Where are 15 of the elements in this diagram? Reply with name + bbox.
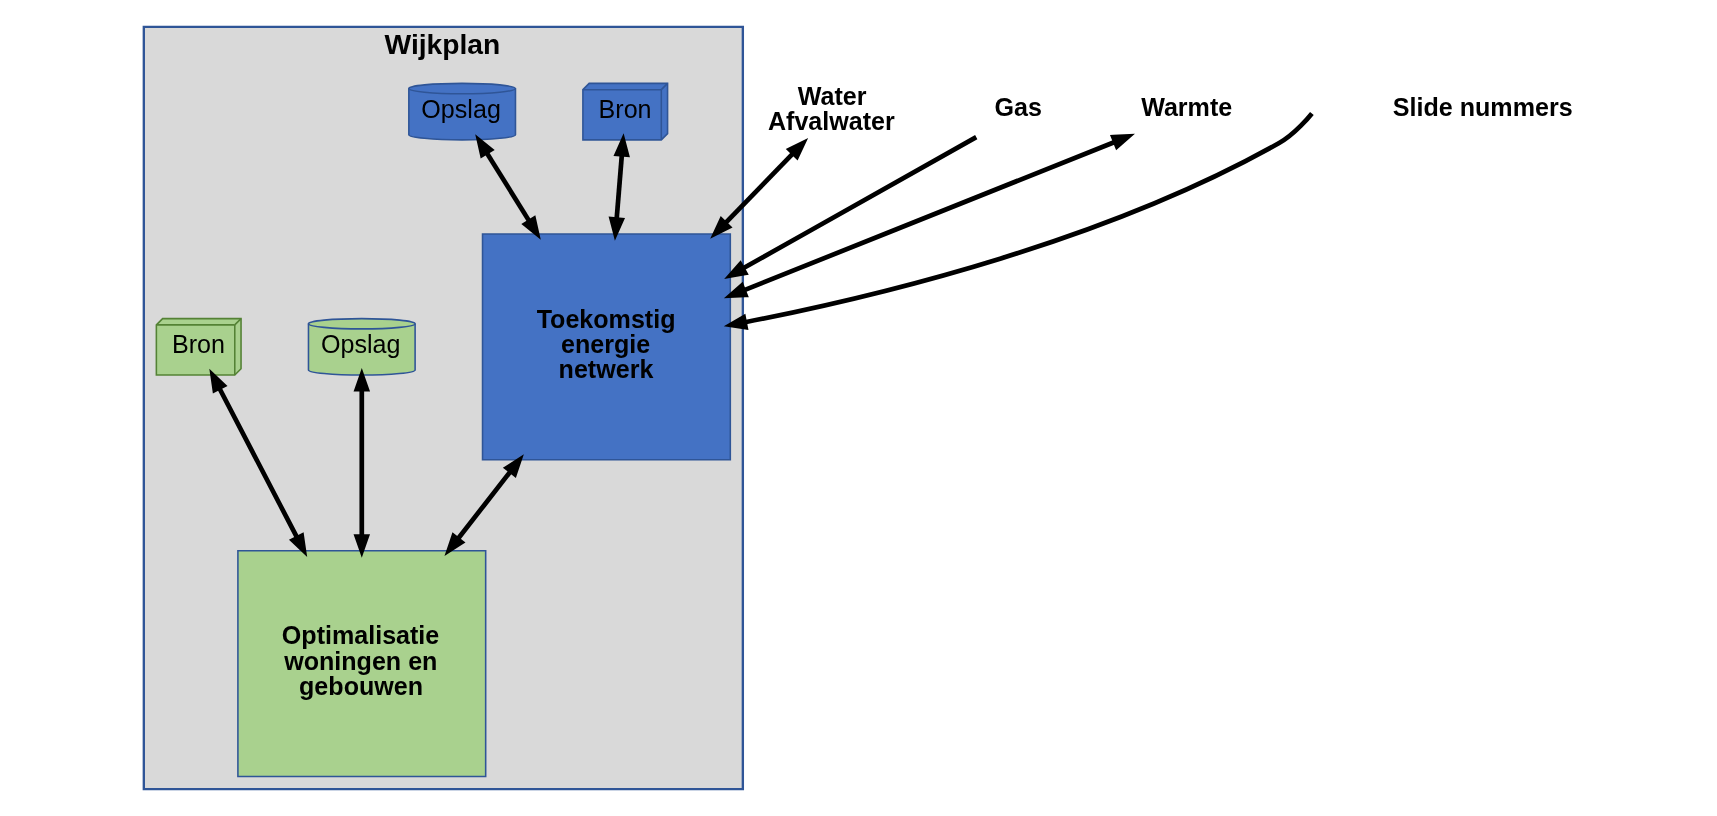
- arrow: [209, 368, 308, 557]
- node-box: Toekomstig energie netwerk: [481, 233, 732, 461]
- node-box: Optimalisatie woningen en gebouwen: [237, 549, 487, 778]
- arrow: [444, 454, 524, 557]
- arrow: [608, 133, 630, 241]
- arrow: [353, 368, 371, 558]
- node-text: Warmte: [1141, 93, 1233, 122]
- arrow: [710, 137, 809, 239]
- arrow: [475, 134, 541, 240]
- node-text: Water Afvalwater: [767, 82, 895, 136]
- label: Slide nummers: [1392, 93, 1573, 122]
- arrow: [724, 135, 978, 279]
- arrow: [723, 133, 1135, 299]
- arrow: [723, 111, 1314, 330]
- node-text: Gas: [994, 93, 1042, 122]
